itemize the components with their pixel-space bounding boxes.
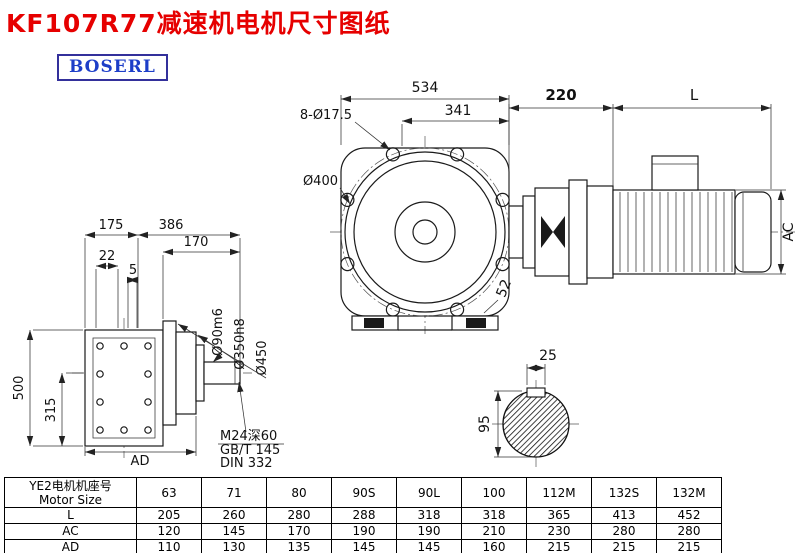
flange-dia-label: Ø400: [303, 174, 338, 189]
table-cell: 452: [656, 507, 722, 524]
motor-flange: [568, 179, 588, 285]
table-cell: 280: [656, 523, 722, 540]
flange-circle-outer: [344, 151, 506, 313]
tap-note-label: M24深60: [220, 429, 277, 444]
table-cell: 130: [201, 539, 267, 553]
shaft-dia-label: Ø90m6: [211, 308, 226, 356]
keyway: [526, 387, 546, 398]
shaft-key-section: 25 95: [477, 348, 582, 468]
table-cell: 145: [201, 523, 267, 540]
dim-341-label: 341: [445, 103, 472, 119]
table-cell: 280: [266, 507, 332, 524]
table-row-AC: AC 120 145 170 190 190 210 230 280 280: [4, 523, 722, 540]
col-header: 132S: [591, 477, 657, 508]
terminal-box: [651, 155, 699, 191]
key-width-label: 25: [539, 348, 557, 364]
output-side-view: 175 386 170 22 5 500 315 Ø90m6 Ø350h8 Ø4…: [12, 218, 284, 471]
gb-note-label: GB/T 145: [220, 443, 280, 458]
table-cell: 365: [526, 507, 592, 524]
din-note-label: DIN 332: [220, 456, 273, 471]
motor-side-view: 220 L AC: [508, 86, 797, 285]
dim-52-label: 52: [494, 277, 516, 300]
spigot-dia-label: Ø350h8: [233, 318, 248, 370]
bolt-hole: [495, 257, 510, 272]
col-header: 100: [461, 477, 527, 508]
brand-logo-text: BOSERL: [69, 57, 156, 77]
motor-body: [612, 189, 736, 275]
bolt-holes-label: 8-Ø17.5: [300, 108, 352, 123]
bolt-hole: [385, 147, 400, 162]
table-cell: 120: [136, 523, 202, 540]
technical-drawing: 534 341 8-Ø17.5 Ø400 52: [12, 80, 797, 471]
table-cell: 260: [201, 507, 267, 524]
col-header: 71: [201, 477, 267, 508]
dim-22-label: 22: [99, 249, 116, 264]
table-row-AD: AD 110 130 135 145 145 160 215 215 215: [4, 539, 722, 553]
dim-315-label: 315: [44, 398, 59, 423]
table-cell: 205: [136, 507, 202, 524]
coupling-section: [541, 216, 565, 248]
output-flange-dia-label: Ø450: [255, 340, 270, 375]
dim-L-label: L: [690, 86, 699, 104]
table-cell: 145: [396, 539, 462, 553]
table-header-motor-size: YE2电机机座号 Motor Size: [4, 477, 137, 508]
output-hub: [175, 331, 197, 415]
fan-cowl: [734, 191, 772, 273]
table-cell: 318: [396, 507, 462, 524]
col-header: 63: [136, 477, 202, 508]
dim-175-label: 175: [99, 218, 124, 233]
dim-AD-label: AD: [131, 454, 150, 469]
table-cell: 145: [331, 539, 397, 553]
table-cell: 318: [461, 507, 527, 524]
brand-logo: BOSERL: [57, 54, 168, 81]
table-cell: 170: [266, 523, 332, 540]
col-header: 80: [266, 477, 332, 508]
row-label: AC: [4, 523, 137, 540]
table-cell: 110: [136, 539, 202, 553]
table-cell: 190: [396, 523, 462, 540]
shaft-section-circle: [502, 390, 570, 458]
output-flange-disc: [162, 320, 177, 426]
dim-500-label: 500: [12, 376, 27, 401]
dim-5-label: 5: [129, 263, 137, 278]
section-dia-label: 95: [477, 415, 493, 433]
dim-386-label: 386: [159, 218, 184, 233]
bolt-hole: [450, 147, 465, 162]
row-label: AD: [4, 539, 137, 553]
table-cell: 215: [526, 539, 592, 553]
dim-170-label: 170: [184, 235, 209, 250]
table-cell: 210: [461, 523, 527, 540]
col-header: 90S: [331, 477, 397, 508]
table-cell: 288: [331, 507, 397, 524]
table-header-en: Motor Size: [38, 492, 103, 507]
table-cell: 413: [591, 507, 657, 524]
output-collar: [508, 205, 524, 259]
table-cell: 160: [461, 539, 527, 553]
table-cell: 280: [591, 523, 657, 540]
col-header: 132M: [656, 477, 722, 508]
table-cell: 190: [331, 523, 397, 540]
table-cell: 215: [591, 539, 657, 553]
table-cell: 215: [656, 539, 722, 553]
dim-AC-label: AC: [781, 222, 797, 241]
output-shaft: [203, 361, 241, 385]
page-title: KF107R77减速机电机尺寸图纸: [6, 9, 391, 38]
table-cell: 230: [526, 523, 592, 540]
table-header-cn: YE2电机机座号: [29, 478, 112, 493]
motor-fins: [619, 192, 733, 272]
table-header-row: YE2电机机座号 Motor Size 63 71 80 90S 90L 100…: [4, 477, 722, 508]
col-header: 112M: [526, 477, 592, 508]
row-label: L: [4, 507, 137, 524]
table-row-L: L 205 260 280 288 318 318 365 413 452: [4, 507, 722, 524]
table-cell: 135: [266, 539, 332, 553]
bolt-hole: [340, 192, 355, 207]
bolt-hole: [340, 257, 355, 272]
front-flange-view: 534 341 8-Ø17.5 Ø400 52: [300, 80, 795, 334]
col-header: 90L: [396, 477, 462, 508]
dim-220-label: 220: [545, 86, 576, 104]
motor-size-table: YE2电机机座号 Motor Size 63 71 80 90S 90L 100…: [4, 477, 722, 553]
dim-534-label: 534: [412, 80, 439, 96]
